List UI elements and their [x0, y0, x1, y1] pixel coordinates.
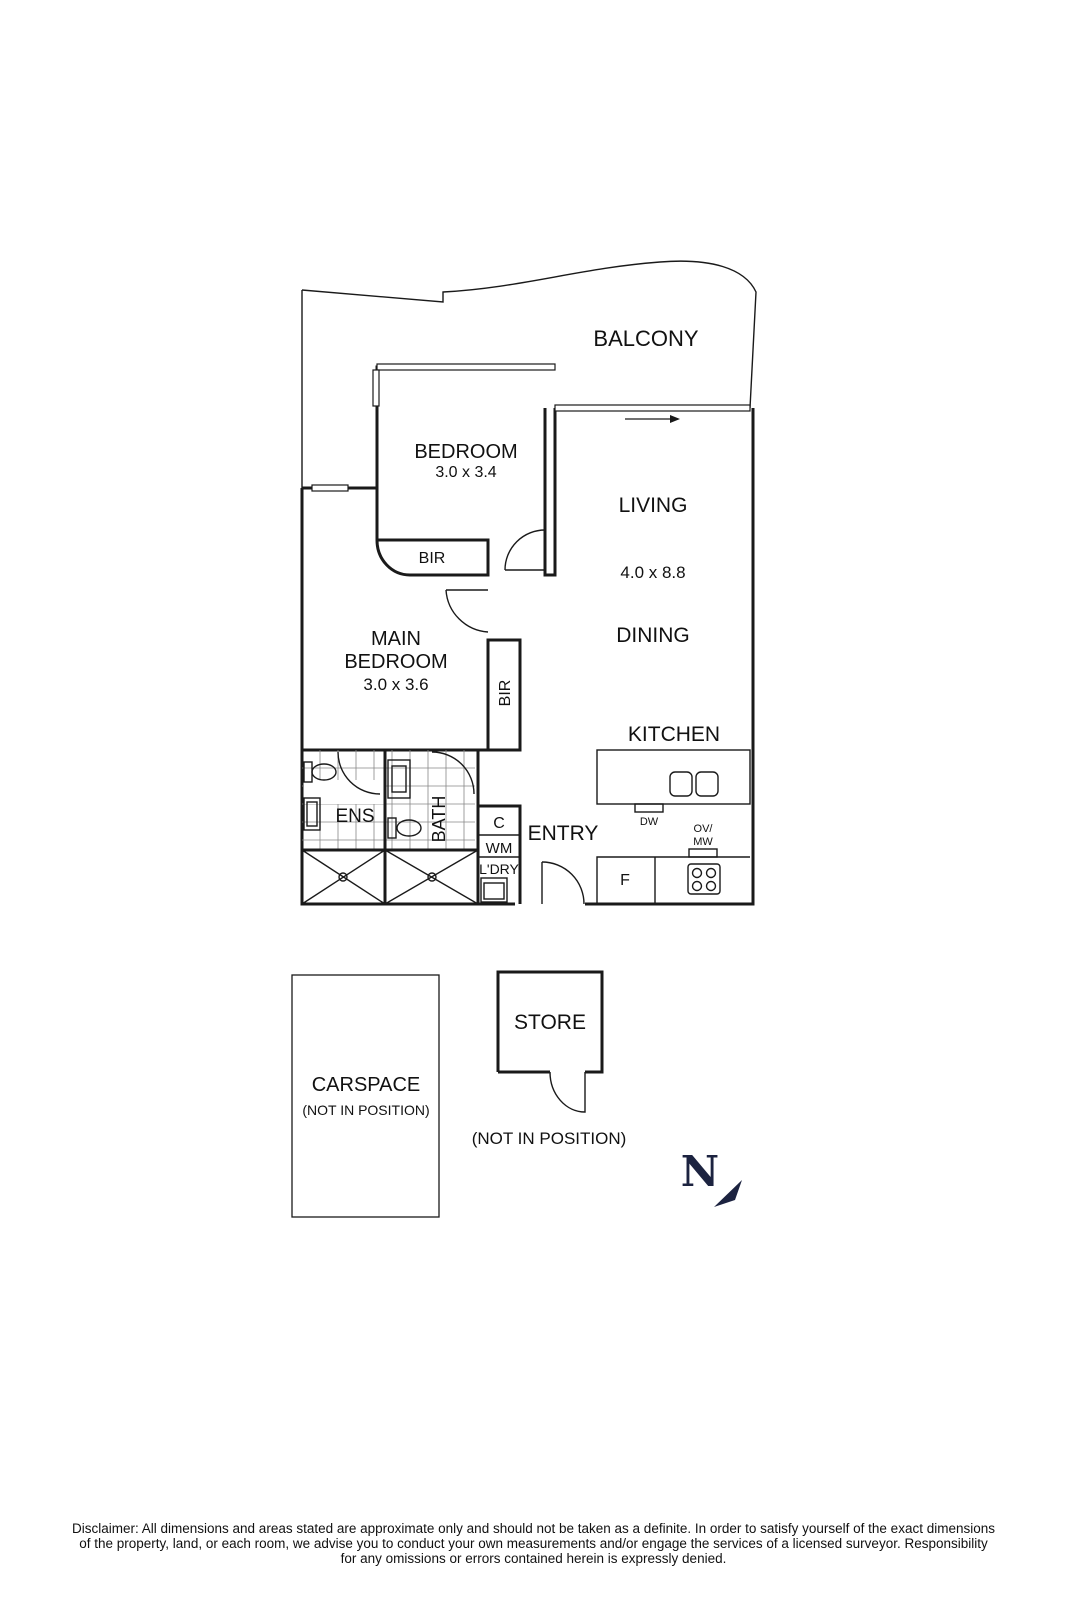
cooktop [687, 863, 721, 895]
balcony-label: BALCONY [593, 326, 698, 351]
ens-toilet [303, 761, 337, 783]
carspace-label: CARSPACE [312, 1074, 421, 1096]
kitchen-island [596, 749, 751, 805]
bedroom-size: 3.0 x 3.4 [435, 464, 496, 481]
bath-toilet [387, 817, 422, 839]
balcony-outline [301, 260, 757, 409]
bath-label: BATH [429, 796, 449, 843]
kitchen-label: KITCHEN [628, 723, 720, 746]
main-bedroom-label-2: BEDROOM [344, 651, 447, 673]
bedroom-door-swing [504, 529, 546, 571]
dw-label: DW [640, 816, 659, 828]
ldry-label: L'DRY [479, 861, 519, 877]
carspace-note: (NOT IN POSITION) [302, 1102, 429, 1118]
wet-area-walls [302, 750, 522, 904]
bedroom-bir-label: BIR [419, 550, 446, 567]
bedroom-window [376, 363, 556, 371]
cupboard-label: C [493, 815, 505, 832]
ens-shower [301, 849, 386, 905]
dining-label: DINING [616, 624, 690, 647]
ens-vanity [303, 797, 321, 831]
main-bedroom-bir-label: BIR [497, 680, 514, 707]
main-bedroom-bir [486, 638, 522, 752]
store-note: (NOT IN POSITION) [472, 1129, 627, 1148]
north-letter: N [681, 1147, 719, 1196]
living-size: 4.0 x 8.8 [620, 563, 685, 582]
ens-door-swing [337, 751, 381, 795]
carspace-outline [291, 974, 440, 1218]
store-label: STORE [514, 1011, 586, 1034]
sink-bowl-left [669, 771, 693, 797]
store-outline [496, 970, 604, 1074]
entry-door-swing [541, 861, 585, 905]
mw-label: MW [693, 836, 713, 848]
living-sliding-door [554, 404, 751, 412]
ens-label-bg [304, 780, 384, 804]
oven-microwave [688, 848, 718, 858]
main-bedroom-size: 3.0 x 3.6 [363, 675, 428, 694]
disclaimer: Disclaimer: All dimensions and areas sta… [10, 1521, 1057, 1566]
wm-label: WM [486, 840, 513, 857]
main-bedroom-door-swing [445, 589, 489, 633]
bath-door-swing [431, 751, 475, 795]
bedroom-side-window [372, 369, 380, 407]
bath-vanity [387, 759, 411, 799]
entry-label: ENTRY [528, 822, 599, 845]
disclaimer-line-1: Disclaimer: All dimensions and areas sta… [71, 1521, 995, 1536]
ens-label: ENS [335, 806, 374, 827]
living-label: LIVING [619, 494, 688, 517]
ov-label: OV/ [694, 823, 714, 835]
laundry-tub [480, 877, 508, 903]
bath-shower [384, 849, 479, 905]
sink-bowl-right [695, 771, 719, 797]
bedroom-bir [375, 538, 490, 577]
store-door-swing [549, 1071, 586, 1113]
dishwasher [634, 803, 664, 813]
main-bedroom-label-1: MAIN [371, 628, 421, 650]
bedroom-label: BEDROOM [414, 441, 517, 463]
fridge-label: F [620, 872, 630, 889]
slide-direction-arrow [670, 415, 680, 423]
main-bedroom-window [311, 484, 349, 492]
disclaimer-line-3: for any omissions or errors contained he… [340, 1551, 727, 1566]
disclaimer-line-2: of the property, land, or each room, we … [79, 1536, 988, 1551]
north-arrow-icon [714, 1180, 742, 1207]
